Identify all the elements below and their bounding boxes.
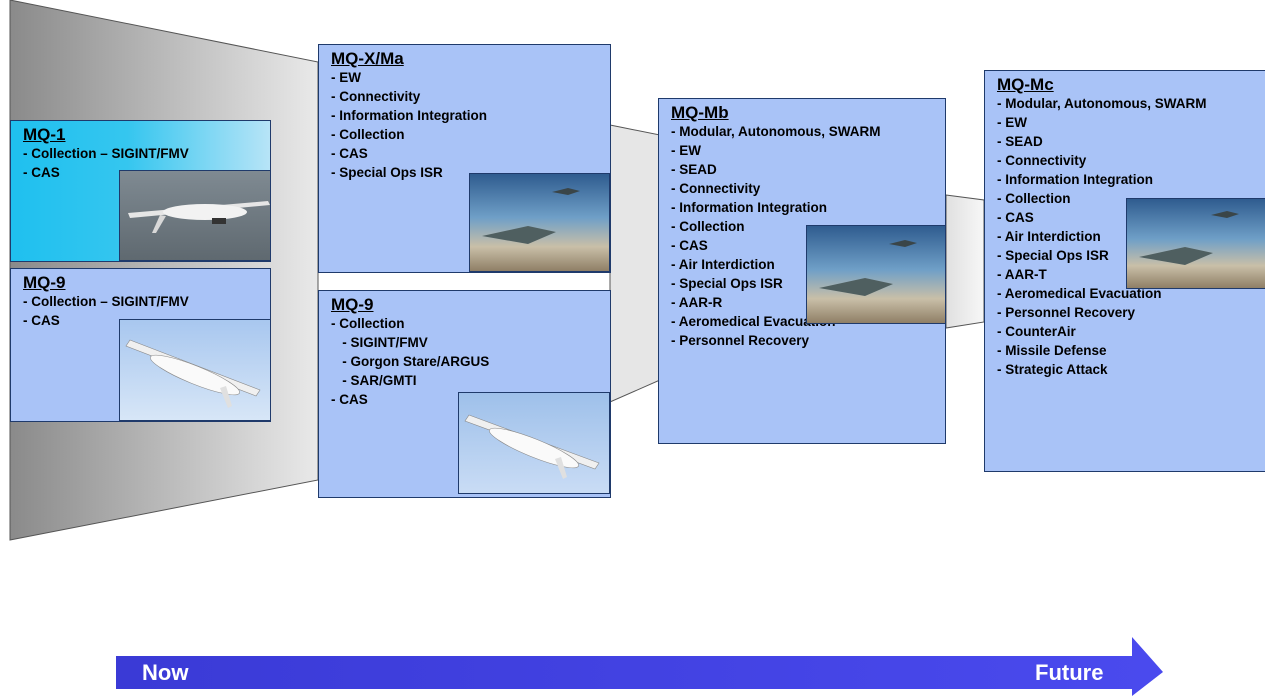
- list-item: - Collection: [997, 191, 1071, 206]
- capability-list: - Collection - SIGINT/FMV - Gorgon Stare…: [331, 314, 610, 409]
- list-item: - SAR/GMTI: [331, 373, 417, 388]
- card-mqx-ma: MQ-X/Ma - EW - Connectivity - Informatio…: [318, 44, 611, 273]
- list-item: - Connectivity: [671, 181, 761, 196]
- capability-list: - Modular, Autonomous, SWARM - EW - SEAD…: [997, 94, 1265, 379]
- stealth-drone-photo: [1126, 198, 1265, 289]
- list-item: - Special Ops ISR: [997, 248, 1109, 263]
- drone-icon: [128, 201, 270, 233]
- list-item: - Special Ops ISR: [671, 276, 783, 291]
- list-item: - Collection – SIGINT/FMV: [23, 294, 189, 309]
- list-item: - Strategic Attack: [997, 362, 1108, 377]
- list-item: - Information Integration: [671, 200, 827, 215]
- capability-list: - Collection – SIGINT/FMV - CAS: [23, 292, 270, 330]
- card-title: MQ-1: [23, 125, 66, 144]
- list-item: - EW: [671, 143, 701, 158]
- list-item: - AAR-R: [671, 295, 723, 310]
- card-title: MQ-Mb: [671, 103, 729, 122]
- card-title: MQ-Mc: [997, 75, 1054, 94]
- mq9-drone-photo: [119, 319, 270, 421]
- timeline-future-label: Future: [1035, 660, 1104, 685]
- list-item: - EW: [331, 70, 361, 85]
- list-item: - EW: [997, 115, 1027, 130]
- list-item: - Collection: [331, 127, 405, 142]
- list-item: - Modular, Autonomous, SWARM: [997, 96, 1207, 111]
- list-item: - CAS: [23, 313, 60, 328]
- drone-icon: [125, 339, 261, 408]
- list-item: - CAS: [23, 165, 60, 180]
- list-item: - Connectivity: [331, 89, 421, 104]
- stealth-drone-icon: [482, 188, 580, 244]
- card-mq9-now: MQ-9 - Collection – SIGINT/FMV - CAS: [10, 268, 271, 422]
- mq1-drone-photo: [119, 170, 270, 261]
- card-mq9-next: MQ-9 - Collection - SIGINT/FMV - Gorgon …: [318, 290, 611, 498]
- list-item: - Personnel Recovery: [671, 333, 810, 348]
- list-item: - CounterAir: [997, 324, 1076, 339]
- list-item: - CAS: [997, 210, 1034, 225]
- timeline-now-label: Now: [142, 660, 189, 685]
- list-item: - Modular, Autonomous, SWARM: [671, 124, 881, 139]
- mq9-drone-photo: [458, 392, 610, 494]
- capability-list: - Collection – SIGINT/FMV - CAS: [23, 144, 270, 182]
- list-item: - Special Ops ISR: [331, 165, 443, 180]
- timeline-arrow: [116, 637, 1163, 696]
- list-item: - Missile Defense: [997, 343, 1107, 358]
- stealth-drone-icon: [1139, 211, 1239, 265]
- list-item: - Air Interdiction: [671, 257, 775, 272]
- list-item: - CAS: [671, 238, 708, 253]
- list-item: - SEAD: [671, 162, 717, 177]
- list-item: - Collection: [331, 316, 405, 331]
- stealth-drone-photo: [469, 173, 610, 272]
- stealth-drone-icon: [819, 240, 917, 296]
- list-item: - Aeromedical Evacuation: [671, 314, 836, 329]
- list-item: - SEAD: [997, 134, 1043, 149]
- list-item: - CAS: [331, 392, 368, 407]
- list-item: - Collection: [671, 219, 745, 234]
- card-title: MQ-9: [23, 273, 66, 292]
- card-title: MQ-9: [331, 295, 374, 314]
- list-item: - Information Integration: [331, 108, 487, 123]
- capability-list: - EW - Connectivity - Information Integr…: [331, 68, 610, 182]
- list-item: - Information Integration: [997, 172, 1153, 187]
- card-mq-mc: MQ-Mc - Modular, Autonomous, SWARM - EW …: [984, 70, 1265, 472]
- card-mq-mb: MQ-Mb - Modular, Autonomous, SWARM - EW …: [658, 98, 946, 444]
- card-mq1: MQ-1 - Collection – SIGINT/FMV - CAS: [10, 120, 271, 262]
- capability-list: - Modular, Autonomous, SWARM - EW - SEAD…: [671, 122, 945, 350]
- list-item: - Collection – SIGINT/FMV: [23, 146, 189, 161]
- list-item: - AAR-T: [997, 267, 1047, 282]
- card-title: MQ-X/Ma: [331, 49, 404, 68]
- list-item: - Connectivity: [997, 153, 1087, 168]
- list-item: - CAS: [331, 146, 368, 161]
- funnel-right: [945, 194, 985, 329]
- stealth-drone-photo: [806, 225, 945, 324]
- drone-icon: [464, 414, 600, 479]
- list-item: - Aeromedical Evacuation: [997, 286, 1162, 301]
- list-item: - Air Interdiction: [997, 229, 1101, 244]
- funnel-mid: [609, 124, 661, 403]
- list-item: - Gorgon Stare/ARGUS: [331, 354, 490, 369]
- list-item: - SIGINT/FMV: [331, 335, 428, 350]
- list-item: - Personnel Recovery: [997, 305, 1136, 320]
